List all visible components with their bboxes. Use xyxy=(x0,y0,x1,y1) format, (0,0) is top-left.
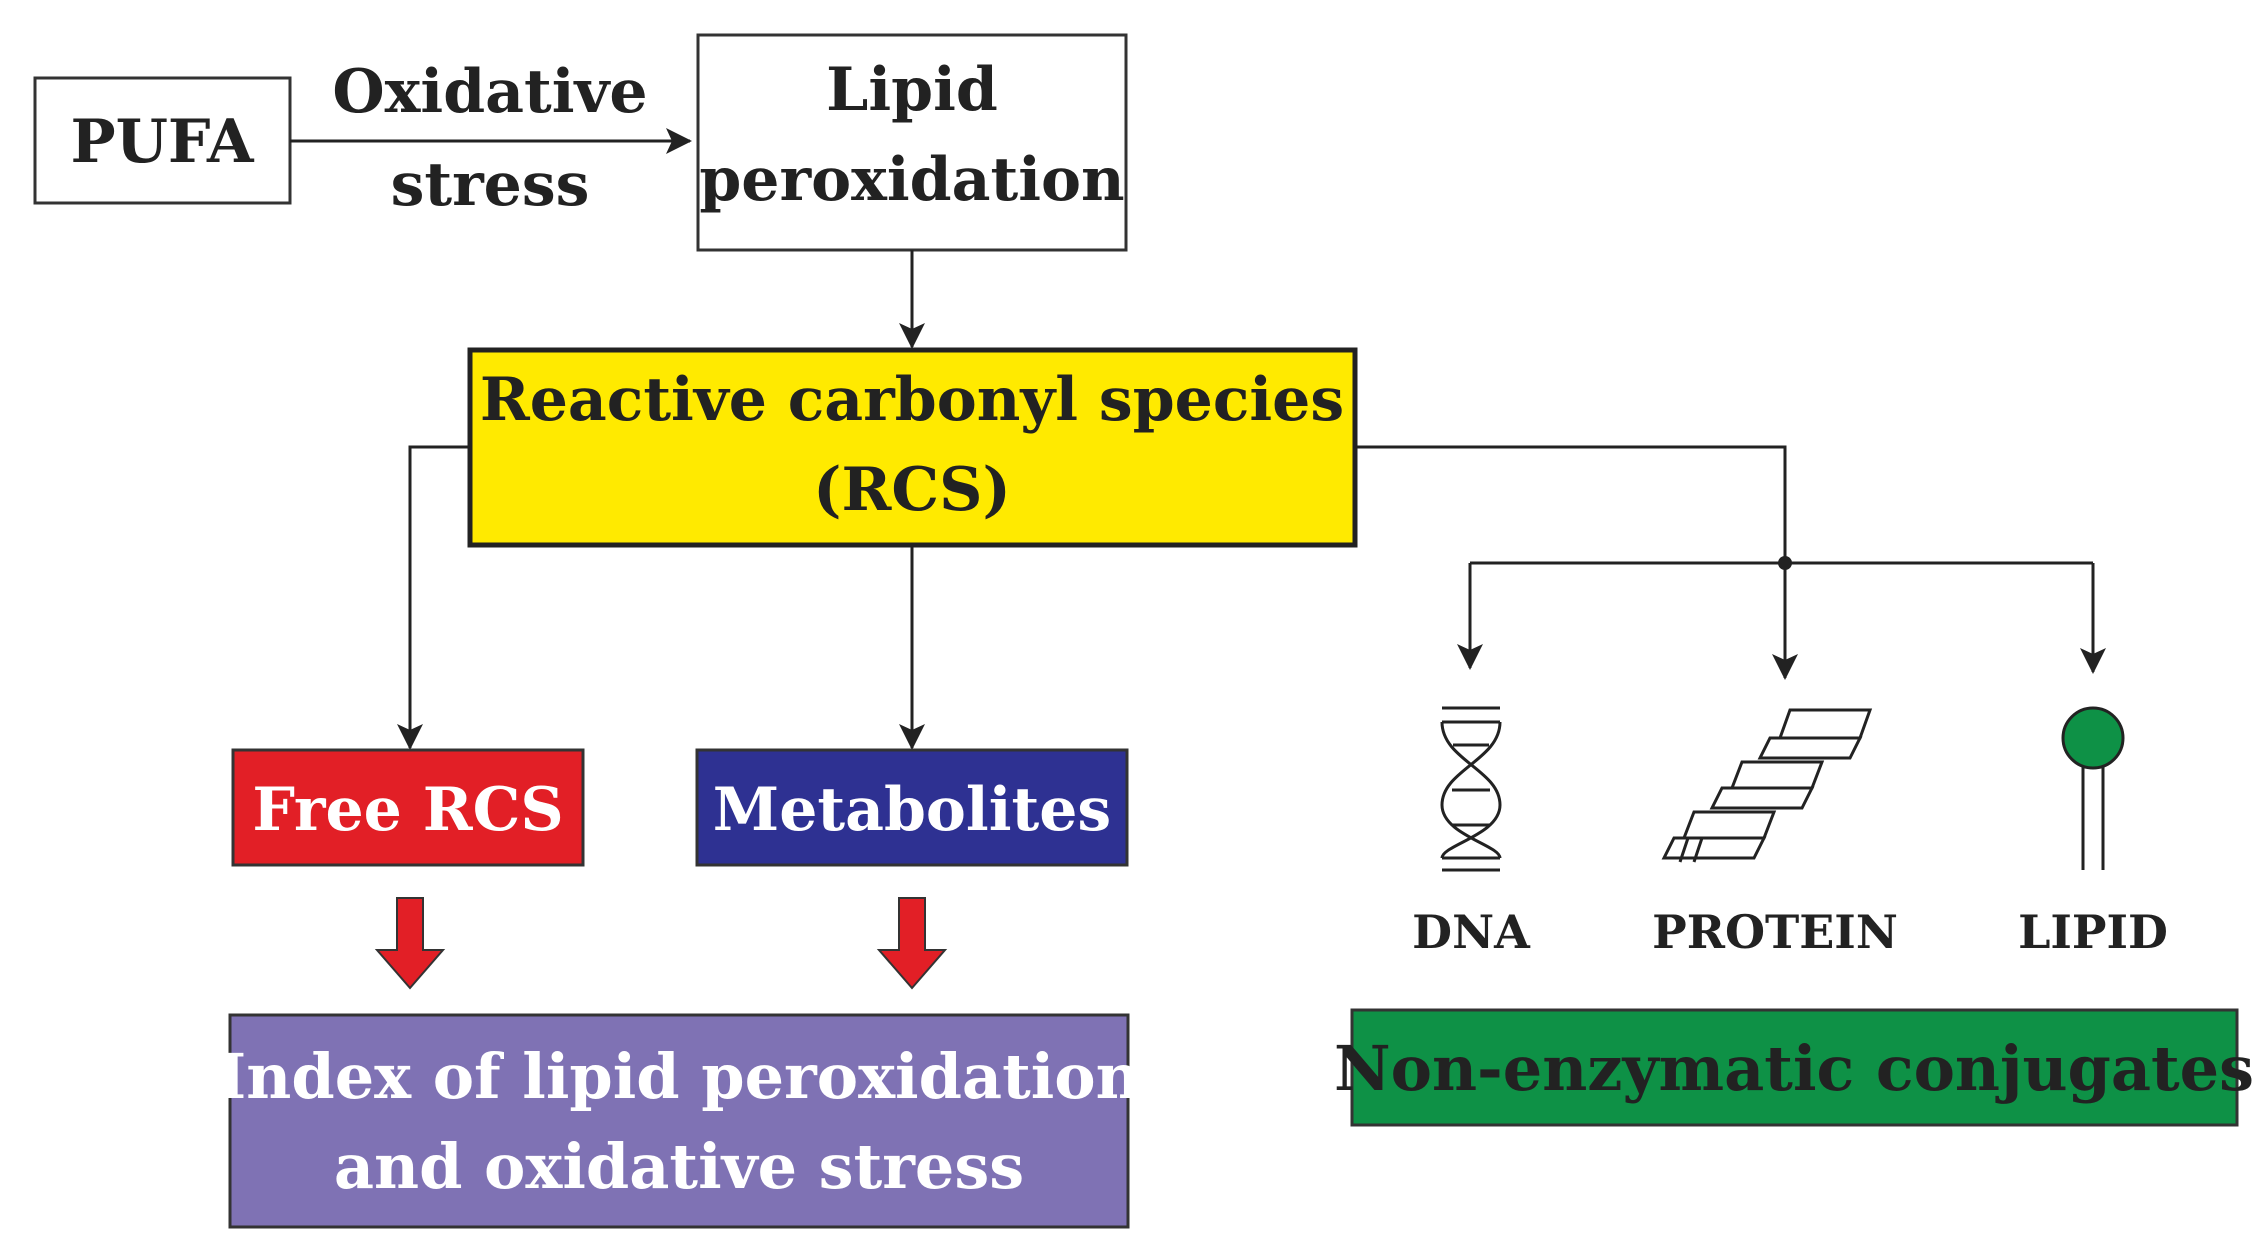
dna-helix-icon xyxy=(1440,706,1502,872)
protein-label: PROTEIN xyxy=(1652,905,1898,959)
lipid-peroxidation-node: Lipid peroxidation xyxy=(696,33,1128,252)
protein-sheet-icon xyxy=(1661,708,1873,863)
metabolites-node: Metabolites xyxy=(695,748,1129,867)
lipid-peroxidation-line1: Lipid xyxy=(826,55,998,125)
conjugates-node: Non-enzymatic conjugates xyxy=(1334,1008,2253,1127)
lipid-molecule-icon xyxy=(2061,706,2125,870)
rcs-line1: Reactive carbonyl species xyxy=(480,365,1344,435)
index-node: Index of lipid peroxidation and oxidativ… xyxy=(217,1013,1141,1229)
rcs-line2: (RCS) xyxy=(813,455,1011,525)
metabolites-label: Metabolites xyxy=(713,775,1111,845)
oxidative-stress-label-line1: Oxidative xyxy=(332,57,647,127)
rcs-to-free-rcs-arrow xyxy=(397,445,470,750)
index-line1: Index of lipid peroxidation xyxy=(217,1040,1140,1113)
free-rcs-label: Free RCS xyxy=(252,775,563,845)
red-down-arrow-right xyxy=(876,897,948,990)
rcs-to-targets-arrows xyxy=(1355,445,2106,680)
index-line2: and oxidative stress xyxy=(334,1130,1024,1203)
rcs-node: Reactive carbonyl species (RCS) xyxy=(467,347,1358,548)
free-rcs-node: Free RCS xyxy=(231,748,585,867)
pufa-node: PUFA xyxy=(33,76,292,205)
oxidative-stress-label-line2: stress xyxy=(391,150,590,220)
lipid-label: LIPID xyxy=(2018,905,2168,959)
dna-label: DNA xyxy=(1412,905,1531,959)
lipid-peroxidation-line2: peroxidation xyxy=(699,145,1124,215)
oxidative-stress-edge: Oxidative stress xyxy=(290,57,692,220)
red-down-arrow-left xyxy=(374,897,446,990)
conjugates-label: Non-enzymatic conjugates xyxy=(1334,1032,2253,1105)
lipid-head-circle xyxy=(2061,706,2125,770)
pufa-label: PUFA xyxy=(70,107,255,177)
